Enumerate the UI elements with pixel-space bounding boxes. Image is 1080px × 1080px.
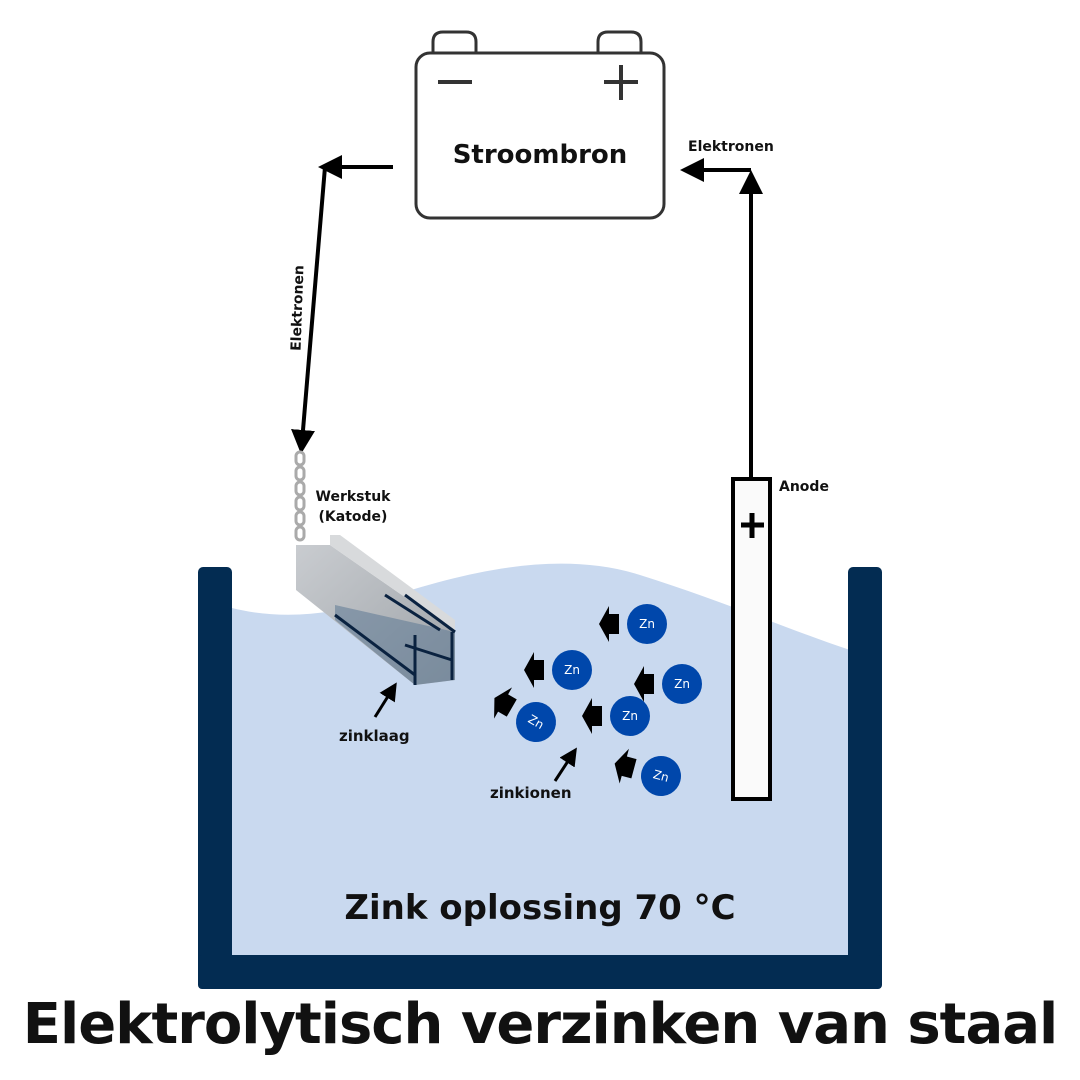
zinkionen-pointer bbox=[553, 747, 577, 782]
workpiece-label-line1: Werkstuk bbox=[315, 489, 391, 505]
solution-label: Zink oplossing 70 °C bbox=[344, 888, 736, 928]
electrons-label-left: Elektronen bbox=[288, 264, 308, 352]
battery-icon bbox=[414, 30, 666, 220]
zinc-ion: Zn bbox=[524, 650, 592, 690]
svg-text:Zn: Zn bbox=[652, 767, 671, 785]
zinc-ion: Zn bbox=[599, 604, 667, 644]
electrons-label-right: Elektronen bbox=[688, 139, 774, 155]
page-title: Elektrolytisch verzinken van staal bbox=[22, 992, 1058, 1057]
workpiece-label: Werkstuk (Katode) bbox=[308, 487, 398, 527]
workpiece-label-line2: (Katode) bbox=[318, 509, 388, 525]
wire-right bbox=[680, 158, 763, 478]
zinc-ions-label: zinkionen bbox=[490, 784, 572, 802]
svg-text:Zn: Zn bbox=[622, 709, 638, 723]
anode-label: Anode bbox=[779, 479, 829, 495]
zinc-coating-label: zinklaag bbox=[339, 727, 410, 745]
svg-text:Zn: Zn bbox=[674, 677, 690, 691]
zinklaag-pointer bbox=[373, 682, 397, 718]
workpiece-cathode bbox=[296, 535, 456, 685]
zinc-ion: Zn bbox=[614, 748, 681, 796]
wire-left bbox=[291, 155, 393, 454]
svg-text:Zn: Zn bbox=[526, 712, 547, 732]
tank bbox=[198, 567, 882, 989]
svg-text:Zn: Zn bbox=[564, 663, 580, 677]
chain-icon bbox=[294, 450, 306, 542]
battery-label: Stroombron bbox=[452, 140, 628, 170]
zinc-ions: Zn Zn Zn Zn Zn bbox=[494, 604, 702, 796]
anode-plate bbox=[731, 477, 772, 801]
svg-text:Zn: Zn bbox=[639, 617, 655, 631]
zinc-ion: Zn bbox=[634, 664, 702, 704]
zinc-ion: Zn bbox=[494, 687, 556, 742]
zinc-ion: Zn bbox=[582, 696, 650, 736]
